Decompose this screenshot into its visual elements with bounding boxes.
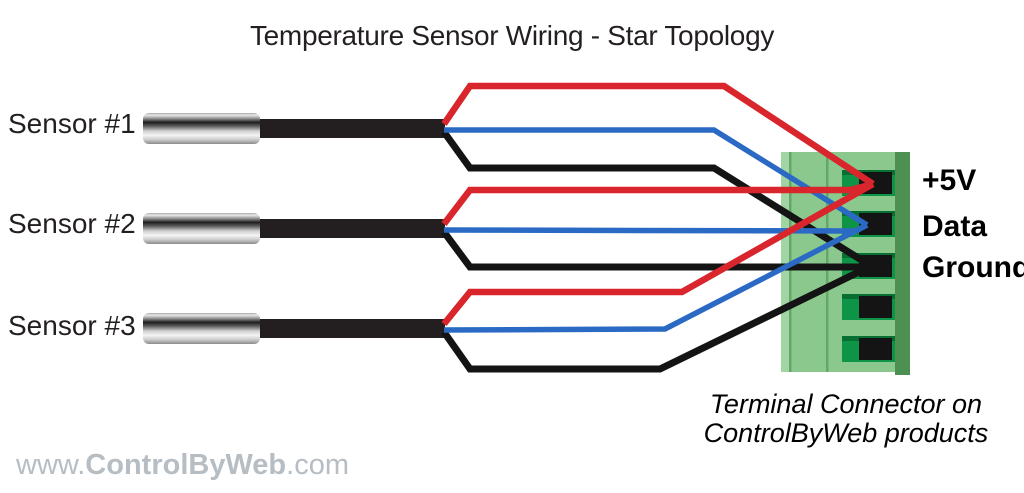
pin-label-data: Data bbox=[922, 210, 988, 243]
sensor-3-label: Sensor #3 bbox=[8, 310, 136, 341]
diagram-title: Temperature Sensor Wiring - Star Topolog… bbox=[249, 20, 775, 51]
sensor-1-cable bbox=[253, 119, 445, 138]
terminal-block-side bbox=[895, 152, 910, 375]
sensor-3-power-wire bbox=[441, 181, 875, 327]
terminal-caption: Terminal Connector on ControlByWeb produ… bbox=[696, 390, 996, 448]
sensor-2-probe bbox=[143, 213, 260, 244]
terminal-caption-line2: ControlByWeb products bbox=[703, 418, 989, 448]
sensor-3-data-wire bbox=[443, 222, 869, 333]
watermark-suffix: .com bbox=[286, 449, 349, 481]
sensor-1-ground-wire bbox=[441, 129, 873, 269]
sensor-2-label: Sensor #2 bbox=[8, 208, 136, 239]
sensor-1-label: Sensor #1 bbox=[8, 108, 136, 139]
terminal-block-left-highlight bbox=[781, 152, 789, 372]
terminal-block-seam-right bbox=[826, 152, 829, 372]
pin-label-ground: Ground bbox=[922, 251, 1024, 284]
watermark: www.ControlByWeb.com bbox=[16, 449, 349, 482]
sensor-3-ground-wire bbox=[441, 262, 873, 373]
sensor-3-probe bbox=[143, 313, 260, 344]
watermark-prefix: www. bbox=[16, 449, 86, 481]
watermark-brand: ControlByWeb bbox=[85, 449, 287, 481]
sensor-1-data-wire bbox=[444, 127, 869, 228]
sensor-3-cable bbox=[253, 319, 445, 338]
terminal-slot-empty-1 bbox=[842, 294, 895, 320]
terminal-slot-data bbox=[842, 211, 895, 237]
sensor-1-power-wire bbox=[441, 82, 875, 187]
sensor-2-cable bbox=[253, 219, 445, 238]
pin-label-5v: +5V bbox=[922, 164, 977, 197]
terminal-caption-line1: Terminal Connector on bbox=[709, 389, 983, 419]
terminal-slot-empty-2 bbox=[842, 336, 895, 362]
sensor-1-probe bbox=[143, 113, 260, 144]
